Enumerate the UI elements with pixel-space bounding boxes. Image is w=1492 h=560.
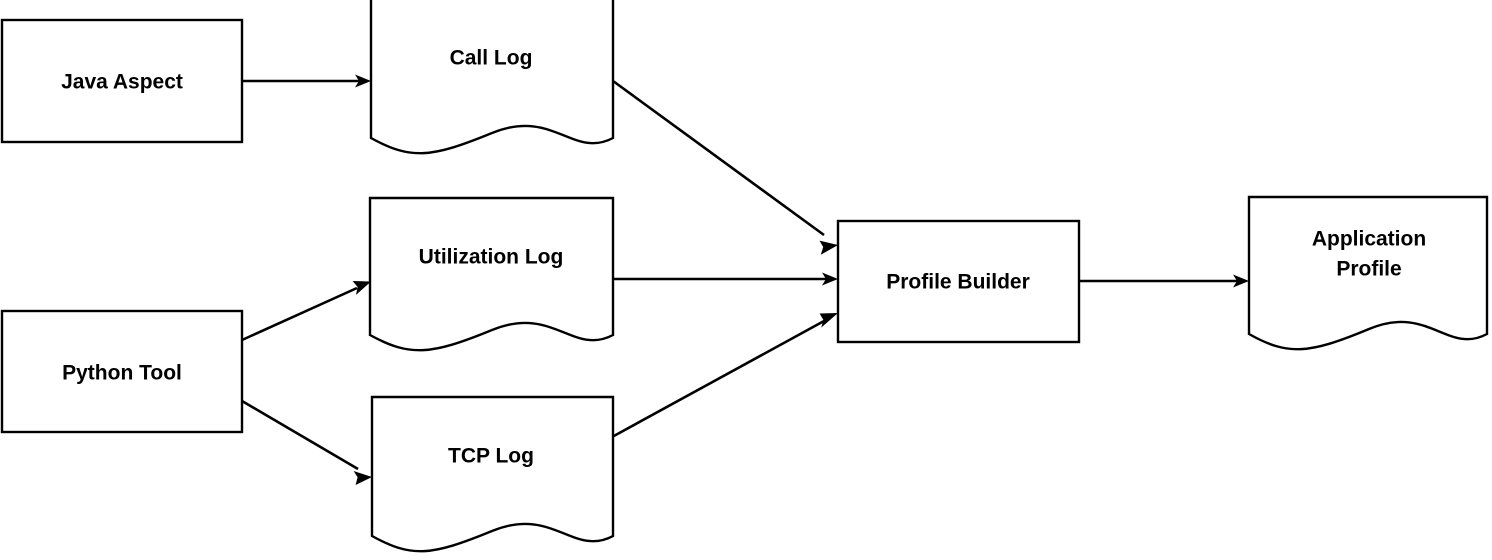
edge-line — [612, 79, 825, 237]
application-profile-document-shape[interactable] — [1247, 195, 1489, 351]
edge-line — [241, 399, 359, 471]
profile-builder-box[interactable] — [836, 219, 1081, 344]
edge-call-log-to-profile-builder — [612, 79, 838, 255]
arrow-head-icon — [1233, 274, 1249, 288]
tcp-log-document-shape[interactable] — [370, 395, 615, 553]
edge-utilization-log-to-profile-builder — [613, 272, 838, 286]
edge-tcp-log-to-profile-builder — [611, 313, 838, 439]
arrow-head-icon — [353, 471, 372, 485]
arrow-head-icon — [355, 74, 371, 88]
java-aspect-label: Java Aspect — [61, 71, 183, 94]
utilization-log-label: Utilization Log — [419, 246, 564, 269]
application-profile-label-line1: Application — [1312, 228, 1426, 251]
call-log-document-shape[interactable] — [369, 0, 615, 155]
python-tool-box[interactable] — [0, 309, 244, 434]
edge-python-tool-to-utilization-log — [241, 281, 371, 342]
arrow-head-icon — [352, 281, 371, 295]
tcp-log-label: TCP Log — [448, 445, 534, 468]
node-utilization-log[interactable]: Utilization Log — [368, 196, 615, 352]
call-log-label: Call Log — [450, 47, 533, 70]
node-python-tool[interactable]: Python Tool — [0, 309, 244, 434]
profile-builder-label: Profile Builder — [886, 271, 1030, 294]
edge-line — [241, 286, 358, 342]
node-call-log[interactable]: Call Log — [369, 0, 615, 155]
edge-line — [611, 319, 825, 439]
utilization-log-document-shape[interactable] — [368, 196, 615, 352]
arrow-head-icon — [819, 313, 838, 328]
edge-python-tool-to-tcp-log — [241, 399, 372, 485]
arrow-head-icon — [822, 272, 838, 286]
node-java-aspect[interactable]: Java Aspect — [0, 18, 244, 144]
arrow-head-icon — [819, 240, 838, 255]
node-application-profile[interactable]: Application Profile — [1247, 195, 1489, 351]
application-profile-label-line2: Profile — [1336, 258, 1401, 281]
edge-java-aspect-to-call-log — [242, 74, 371, 88]
node-profile-builder[interactable]: Profile Builder — [836, 219, 1081, 344]
python-tool-label: Python Tool — [62, 362, 182, 385]
edge-profile-builder-to-application-profile — [1079, 274, 1249, 288]
node-tcp-log[interactable]: TCP Log — [370, 395, 615, 553]
java-aspect-box[interactable] — [0, 18, 244, 144]
